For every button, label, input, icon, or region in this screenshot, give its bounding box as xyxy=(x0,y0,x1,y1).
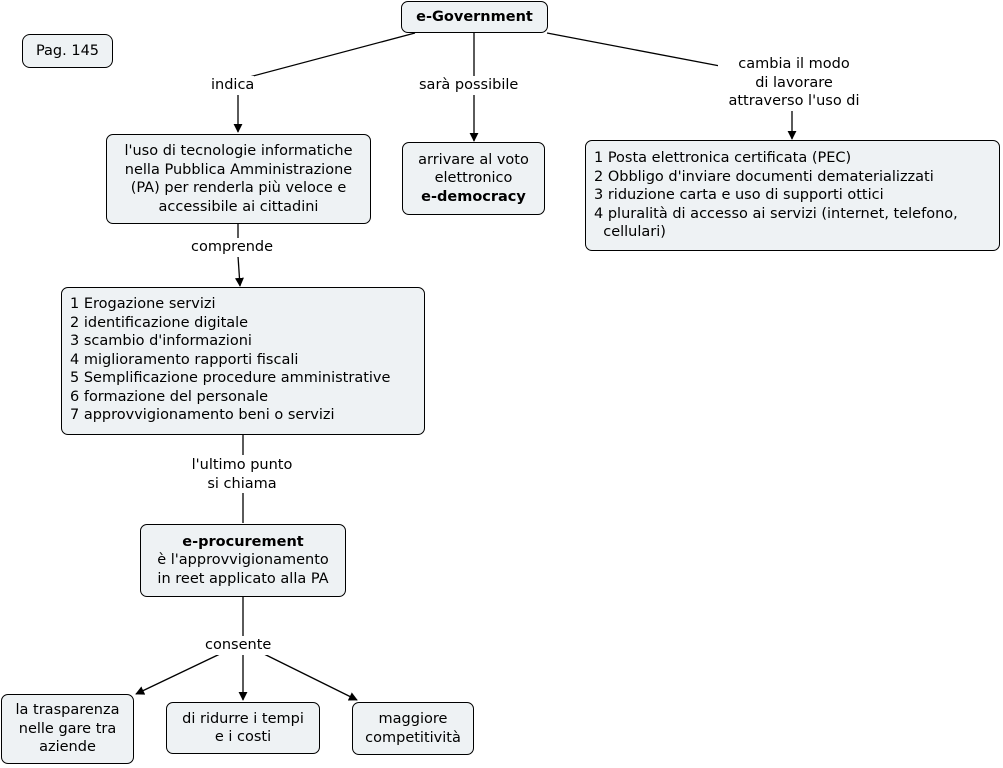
node-ambiti-egov: 1 Erogazione servizi 2 identificazione d… xyxy=(61,287,425,435)
node-ridurre-tempi: di ridurre i tempi e i costi xyxy=(166,702,320,754)
page-reference-node: Pag. 145 xyxy=(22,34,113,68)
root-node-egovernment: e-Government xyxy=(401,1,548,33)
link-label-cambia: cambia il modo di lavorare attraverso l'… xyxy=(718,55,870,111)
link-label-comprende: comprende xyxy=(191,238,274,257)
node-strumenti-lavoro: 1 Posta elettronica certificata (PEC) 2 … xyxy=(585,140,1000,251)
node-trasparenza: la trasparenza nelle gare tra aziende xyxy=(1,694,134,764)
node-uso-tecnologie: l'uso di tecnologie informatiche nella P… xyxy=(106,134,371,224)
link-label-indica: indica xyxy=(211,76,255,95)
edge-root-indica xyxy=(237,32,416,81)
edge-consente-competitivita xyxy=(261,652,358,701)
link-label-consente: consente xyxy=(205,636,272,655)
edge-root-cambia xyxy=(546,32,721,67)
edge-consente-trasparenza xyxy=(135,652,223,695)
link-label-ultimo-punto: l'ultimo punto si chiama xyxy=(180,456,304,493)
root-title: e-Government xyxy=(416,8,533,25)
edge-comprende-ambiti xyxy=(234,255,244,287)
page-reference-text: Pag. 145 xyxy=(35,42,100,59)
node-competitivita: maggiore competitività xyxy=(352,702,474,755)
link-label-sara-possibile: sarà possibile xyxy=(419,76,519,95)
node-voto-elettronico: arrivare al voto elettronico e-democracy xyxy=(402,142,545,215)
node-eprocurement: e-procurement è l'approvvigionamento in … xyxy=(140,524,346,597)
